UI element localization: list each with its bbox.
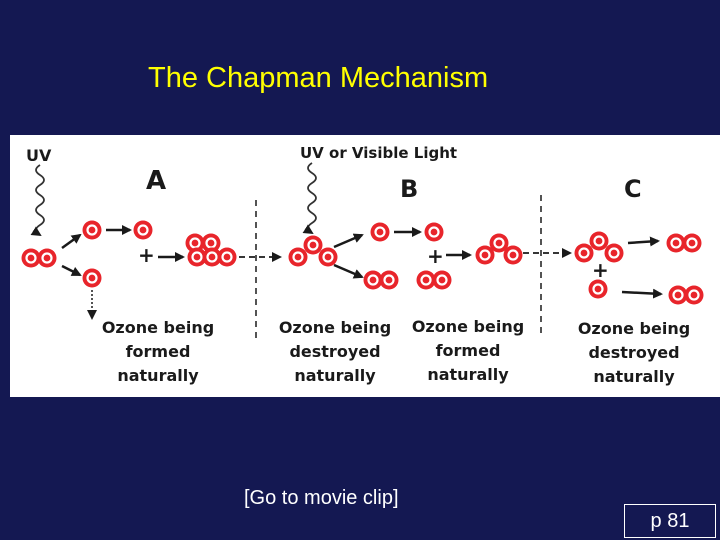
- oxygen-molecule: [20, 247, 58, 269]
- section-letter-b: B: [400, 175, 418, 203]
- oxygen-atom: [81, 219, 103, 241]
- caption-b-line3: naturally: [294, 366, 376, 385]
- oxygen-molecule: [362, 269, 400, 291]
- section-letter-c: C: [624, 175, 642, 203]
- chapman-diagram: UV UV or Visible Light A B C + +: [10, 135, 720, 397]
- movie-clip-link[interactable]: [Go to movie clip]: [244, 487, 399, 509]
- oxygen-atom: [587, 278, 609, 300]
- ozone-molecule: [287, 234, 339, 268]
- split-arrow-down: [61, 264, 82, 277]
- caption-c-line1: Ozone being: [578, 319, 690, 338]
- split-arrow-up: [333, 233, 364, 249]
- section-letter-a: A: [146, 166, 166, 196]
- caption-b2-line2: formed: [436, 341, 501, 360]
- oxygen-atom: [423, 221, 445, 243]
- caption-c-line3: naturally: [593, 367, 675, 386]
- split-arrow-down: [333, 263, 364, 279]
- plus-sign: +: [138, 243, 155, 267]
- caption-b2-line3: naturally: [427, 365, 509, 384]
- uv-label-b: UV or Visible Light: [300, 144, 457, 162]
- uv-wave-a: [30, 164, 45, 237]
- oxygen-atom: [132, 219, 154, 241]
- ozone-molecule: [474, 232, 524, 266]
- uv-label-a: UV: [26, 146, 52, 165]
- caption-a-line2: formed: [126, 342, 191, 361]
- oxygen-molecule: [415, 269, 453, 291]
- split-arrow-up: [61, 233, 82, 250]
- caption-b-line2: destroyed: [289, 342, 380, 361]
- caption-a-line1: Ozone being: [102, 318, 214, 337]
- slide-title: The Chapman Mechanism: [148, 62, 489, 94]
- caption-c-line2: destroyed: [588, 343, 679, 362]
- plus-sign: +: [427, 244, 444, 268]
- page-number: p 81: [650, 510, 690, 532]
- reaction-arrow: [621, 288, 663, 299]
- plus-sign: +: [592, 258, 609, 282]
- uv-wave-b: [302, 162, 317, 235]
- caption-b2-line1: Ozone being: [412, 317, 524, 336]
- oxygen-molecule: [665, 232, 703, 254]
- oxygen-molecule: [667, 284, 705, 306]
- ozone-molecule: [186, 246, 238, 268]
- chapman-diagram-svg: UV UV or Visible Light A B C + +: [20, 144, 705, 386]
- reaction-arrow: [627, 236, 660, 247]
- caption-a-line3: naturally: [117, 366, 199, 385]
- oxygen-atom: [81, 267, 103, 289]
- page-number-box: p 81: [624, 504, 716, 538]
- oxygen-atom: [369, 221, 391, 243]
- caption-b-line1: Ozone being: [279, 318, 391, 337]
